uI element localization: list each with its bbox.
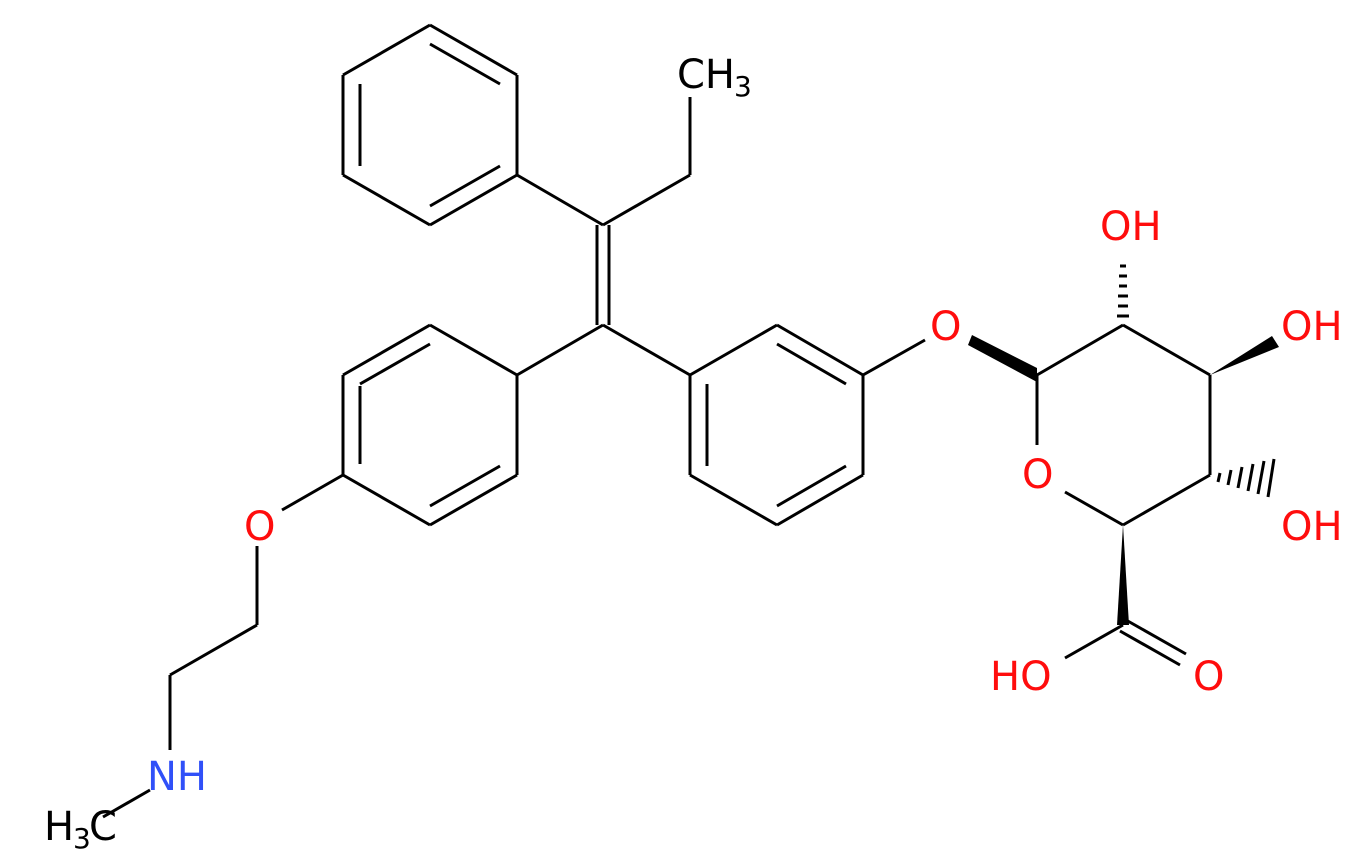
glucuronide-ring (968, 264, 1279, 667)
svg-text:OH: OH (1100, 204, 1162, 250)
label-nh: NH (147, 754, 207, 800)
svg-text:H: H (44, 804, 74, 850)
svg-text:O: O (1022, 452, 1053, 498)
svg-text:3: 3 (734, 70, 752, 103)
svg-text:3: 3 (73, 822, 91, 855)
hashed-bond-c2 (1117, 264, 1129, 318)
svg-text:NH: NH (147, 754, 207, 800)
hashed-bond-c4 (1216, 458, 1276, 498)
svg-text:O: O (244, 504, 275, 550)
svg-text:O: O (930, 304, 961, 350)
para-phenylene-ring (341, 323, 604, 527)
label-oh-c2: OH (1100, 204, 1162, 250)
phenyl-ring (341, 23, 519, 227)
svg-text:C: C (89, 804, 117, 850)
label-h3c: H 3 C (44, 804, 117, 855)
svg-text:CH: CH (677, 52, 735, 98)
svg-text:HO: HO (990, 654, 1052, 700)
label-o-ring: O (1022, 452, 1053, 498)
label-ho-acid: HO (990, 654, 1052, 700)
label-oh-c4: OH (1281, 504, 1343, 550)
svg-text:OH: OH (1281, 504, 1343, 550)
label-ch3-top: CH 3 (677, 52, 752, 103)
svg-text:O: O (1193, 654, 1224, 700)
svg-text:OH: OH (1281, 304, 1343, 350)
meta-phenylene-ring (602, 323, 926, 527)
label-o-glycosidic: O (930, 304, 961, 350)
label-oh-c3: OH (1281, 304, 1343, 350)
aminoethoxy-chain (102, 473, 344, 819)
label-o-carbonyl: O (1193, 654, 1224, 700)
label-o-ether: O (242, 504, 275, 550)
alkene-core (516, 97, 692, 325)
